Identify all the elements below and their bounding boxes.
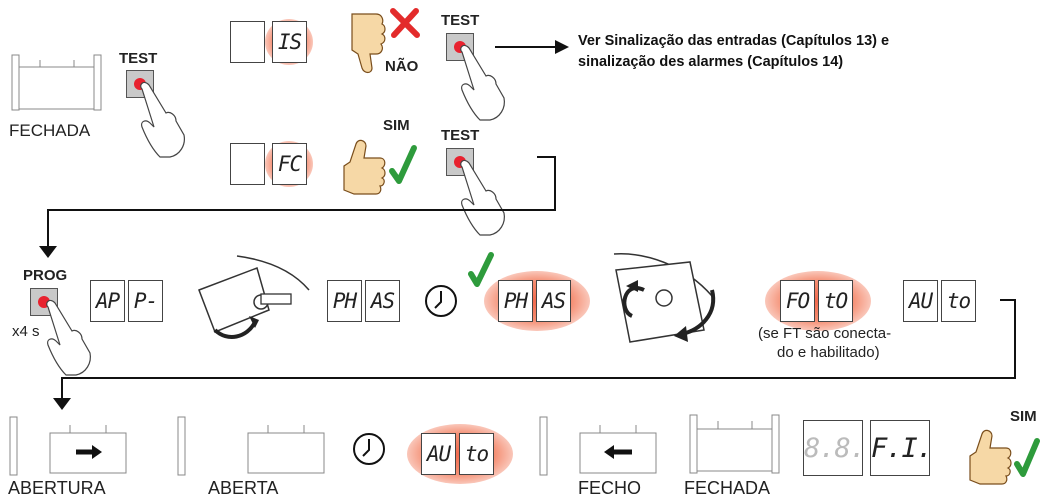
clock-icon: [353, 433, 385, 465]
gate-closed-icon: [11, 54, 102, 111]
note-line-2: sinalização des alarmes (Capítulos 14): [578, 54, 844, 70]
label-fecho: FECHO: [578, 478, 641, 498]
display-digit-to-lit: to: [459, 433, 494, 475]
gate-open-icon: [177, 416, 325, 476]
label-test-1: TEST: [119, 50, 158, 67]
display-digit-to-2: to: [941, 280, 976, 322]
label-abertura: ABERTURA: [8, 478, 106, 498]
gate-closed-icon: [689, 414, 780, 474]
gate-closing-icon: [539, 416, 657, 476]
display-digit-blank-1: [230, 21, 265, 63]
display-digit-ph-lit: PH: [498, 280, 533, 322]
label-test-2: TEST: [441, 12, 480, 29]
test-button-1[interactable]: [126, 70, 154, 98]
label-sim-1: SIM: [383, 117, 410, 134]
label-fechada-top: FECHADA: [9, 121, 91, 140]
check-green-icon: [1014, 438, 1040, 477]
label-sim-2: SIM: [1010, 408, 1037, 425]
display-digit-is: IS: [272, 21, 307, 63]
label-aberta: ABERTA: [208, 478, 279, 498]
thumbs-up-icon: [343, 139, 386, 195]
pointing-finger-icon: [460, 44, 505, 121]
display-digit-au: AU: [903, 280, 938, 322]
check-green-icon: [468, 252, 494, 287]
display-digit-fi: F.I.: [870, 420, 933, 476]
display-digit-88: 8.8.: [803, 420, 866, 476]
pointing-finger-icon: [460, 159, 505, 236]
key-lock-icon: [198, 255, 310, 339]
clock-icon: [425, 285, 457, 317]
display-digit-ph: PH: [327, 280, 362, 322]
ft-note-line-2: do e habilitado): [777, 344, 880, 361]
check-green-icon: [389, 145, 417, 184]
label-test-3: TEST: [441, 127, 480, 144]
display-digit-to: tO: [818, 280, 853, 322]
key-lock-icon: [613, 253, 716, 343]
arrow-right-icon: [495, 40, 569, 54]
label-nao: NÃO: [385, 58, 419, 75]
display-digit-blank-2: [230, 143, 265, 185]
cross-red-icon: [390, 8, 420, 38]
gate-opening-icon: [9, 416, 127, 476]
pointing-finger-icon: [140, 81, 185, 158]
note-line-1: Ver Sinalização das entradas (Capítulos …: [578, 33, 890, 49]
display-digit-fc: FC: [272, 143, 307, 185]
ft-note-line-1: (se FT são conecta-: [758, 325, 892, 342]
label-prog: PROG: [23, 267, 68, 284]
display-digit-as-lit: AS: [536, 280, 571, 322]
display-digit-p-dash: P-: [128, 280, 163, 322]
display-digit-au-lit: AU: [421, 433, 456, 475]
display-digit-as: AS: [365, 280, 400, 322]
pointing-finger-icon: [46, 299, 91, 376]
display-digit-ap: AP: [90, 280, 125, 322]
label-x4s: x4 s: [12, 323, 40, 340]
display-digit-fo: FO: [780, 280, 815, 322]
thumbs-down-icon: [351, 13, 386, 74]
thumbs-up-icon: [969, 429, 1012, 485]
label-fechada-bottom: FECHADA: [684, 478, 771, 498]
test-button-3[interactable]: [446, 148, 474, 176]
